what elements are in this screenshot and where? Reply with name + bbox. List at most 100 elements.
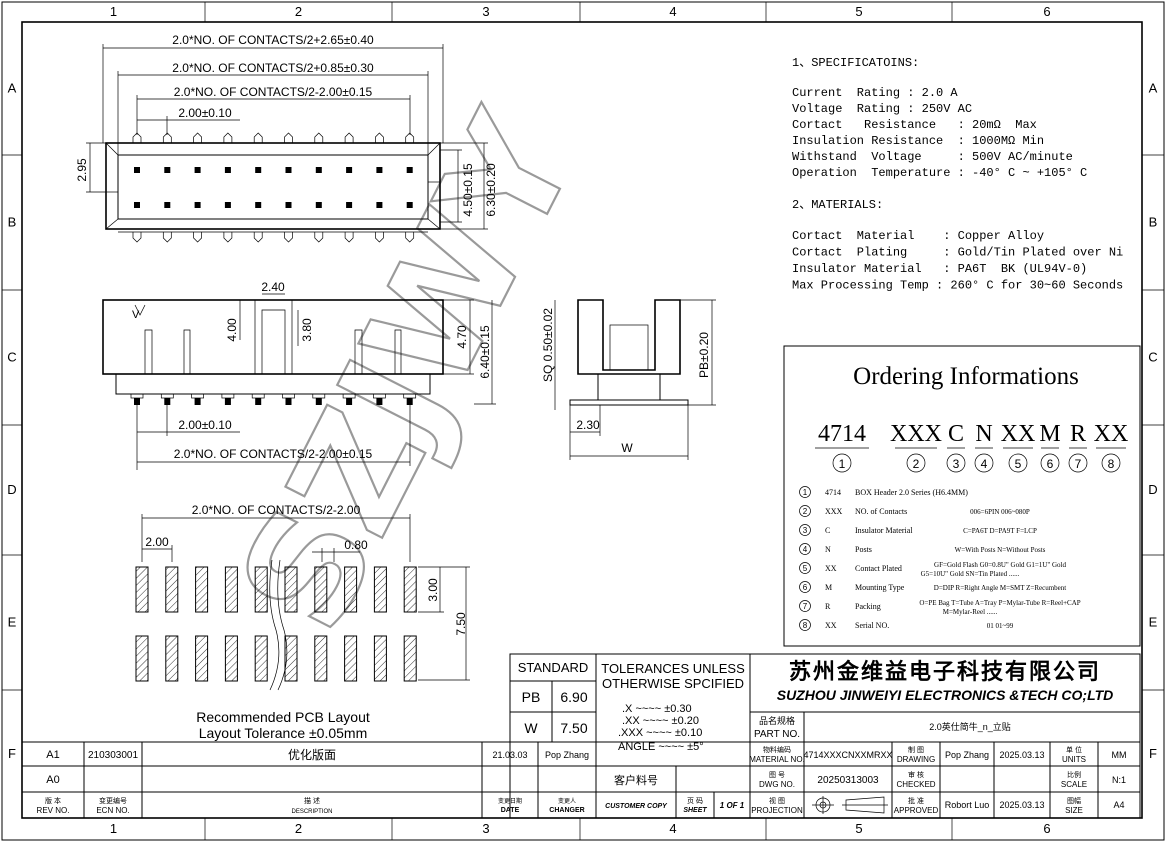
svg-text:页 码: 页 码	[687, 797, 703, 805]
svg-text:图 号: 图 号	[769, 771, 785, 779]
svg-text:CHANGER: CHANGER	[549, 807, 584, 814]
order-row-option2: M=Mylar-Reel ......	[943, 608, 998, 616]
order-index-circle	[1008, 453, 1028, 473]
svg-text:Robort Luo: Robort Luo	[945, 800, 990, 810]
order-row-desc: Packing	[855, 602, 881, 611]
top-pin-lead	[193, 132, 202, 143]
order-row-index: 8	[803, 621, 808, 630]
svg-text:210303001: 210303001	[88, 750, 138, 761]
dim-top-row: 4.50±0.15	[461, 163, 475, 217]
dim-end-w: W	[621, 441, 633, 455]
order-index: 2	[913, 457, 920, 471]
order-index-circle	[1040, 453, 1060, 473]
order-code: XX	[1094, 421, 1129, 447]
order-code: C	[948, 421, 964, 447]
order-row-option: C=PA6T D=PA9T F=LCP	[963, 527, 1037, 535]
top-pin	[315, 202, 322, 208]
svg-text:A4: A4	[1113, 800, 1124, 810]
svg-text:TOLERANCES UNLESS: TOLERANCES UNLESS	[601, 661, 745, 676]
side-pin	[315, 398, 322, 405]
order-row-option: W=With Posts N=Without Posts	[955, 546, 1046, 554]
top-pin-lead	[253, 232, 263, 243]
standard-label: STANDARD	[518, 660, 589, 675]
pcb-pad	[135, 566, 149, 613]
side-pin-foot	[282, 393, 295, 399]
pcb-pad	[284, 635, 298, 682]
top-pin-lead	[375, 132, 384, 143]
material-line: Cortact Material : Copper Alloy	[792, 229, 1044, 243]
top-pin-lead	[162, 232, 172, 243]
order-row-index: 2	[803, 507, 808, 516]
w-value: 7.50	[560, 720, 587, 736]
part-name: 2.0英仕简牛_n_立贴	[929, 721, 1011, 732]
svg-text:DESCRIPTION: DESCRIPTION	[291, 809, 332, 815]
svg-text:.XX ~~~~ ±0.20: .XX ~~~~ ±0.20	[622, 715, 699, 727]
drawer-name: Pop Zhang	[945, 750, 989, 760]
svg-text:SCALE: SCALE	[1061, 780, 1087, 789]
material-line: Max Processing Temp : 260° C for 30~60 S…	[792, 279, 1123, 293]
order-row-index: 5	[803, 564, 808, 573]
side-view: V 2.40 4.00 3.80 4.70 6.40±0.15 2.00±0.1…	[102, 280, 496, 470]
svg-text:W: W	[524, 720, 538, 736]
svg-text:1 OF 1: 1 OF 1	[720, 801, 745, 810]
top-pin-lead	[223, 232, 233, 243]
svg-text:2025.03.13: 2025.03.13	[999, 750, 1044, 760]
order-index-circle	[906, 453, 926, 473]
zone-row-E: E	[1149, 615, 1158, 630]
title-block: STANDARD PB 6.90 W 7.50 TOLERANCES UNLES…	[22, 653, 1141, 819]
pb-value: 6.90	[560, 689, 587, 705]
pcb-pad	[224, 566, 238, 613]
spec-line: Cortact Resistance : 20mΩ Max	[792, 118, 1037, 132]
svg-text:SHEET: SHEET	[683, 807, 707, 814]
svg-text:REV NO.: REV NO.	[37, 806, 70, 815]
pcb-pad	[314, 566, 328, 613]
order-row-index: 1	[803, 488, 808, 497]
svg-text:CHECKED: CHECKED	[896, 780, 935, 789]
top-view: 2.0*NO. OF CONTACTS/2+2.65±0.40 2.0*NO. …	[75, 33, 498, 243]
side-pin	[346, 398, 353, 405]
top-pin-lead	[314, 132, 324, 143]
svg-text:N:1: N:1	[1112, 775, 1126, 785]
top-pin-lead	[344, 232, 354, 243]
zone-col-1: 1	[110, 4, 117, 19]
svg-text:单 位: 单 位	[1066, 745, 1082, 754]
side-pin	[376, 398, 383, 405]
zone-col-2: 2	[295, 4, 302, 19]
top-pin	[255, 167, 262, 173]
spec-line: Current Rating : 2.0 A	[792, 86, 958, 100]
zone-row-F: F	[8, 746, 16, 761]
order-row-index: 6	[803, 583, 808, 592]
top-pin	[285, 202, 292, 208]
svg-text:审 核: 审 核	[908, 770, 924, 779]
zone-col-3: 3	[482, 4, 489, 19]
zone-col-5: 5	[855, 821, 862, 836]
end-view-body	[577, 299, 681, 375]
order-row-circle	[799, 619, 811, 631]
company-name-cn: 苏州金维益电子科技有限公司	[789, 659, 1101, 684]
top-pin-lead	[284, 232, 293, 243]
specifications: 1、SPECIFICATOINS: Current Rating : 2.0 A…	[792, 56, 1123, 293]
dim-side-400: 4.00	[225, 318, 239, 342]
side-view-pins	[130, 393, 417, 405]
order-row-index: 4	[803, 545, 808, 554]
order-code: XX	[1001, 421, 1036, 447]
pcb-pad	[403, 566, 417, 613]
spec-line: Voltage Rating : 250V AC	[792, 102, 972, 116]
svg-text:变更人: 变更人	[558, 797, 576, 805]
svg-text:视 图: 视 图	[769, 796, 785, 805]
order-code: N	[975, 421, 992, 447]
pcb-layout: 2.0*NO. OF CONTACTS/2-2.00 2.00 0.80 3.0…	[135, 503, 470, 741]
pcb-tolerance: Layout Tolerance ±0.05mm	[199, 725, 368, 741]
pcb-pad	[254, 635, 268, 682]
top-pin	[164, 202, 171, 208]
order-code: M	[1039, 421, 1060, 447]
order-row-desc: Serial NO.	[855, 621, 889, 630]
dim-side-pins: 2.0*NO. OF CONTACTS/2-2.00±0.15	[174, 447, 373, 461]
svg-text:客户料号: 客户料号	[614, 773, 658, 787]
svg-text:版 本: 版 本	[45, 796, 61, 805]
order-row-desc: Posts	[855, 545, 872, 554]
order-row-desc: NO. of Contacts	[855, 507, 907, 516]
dim-side-pitch: 2.00±0.10	[178, 418, 232, 432]
svg-text:ANGLE ~~~~ ±5°: ANGLE ~~~~ ±5°	[618, 741, 704, 753]
